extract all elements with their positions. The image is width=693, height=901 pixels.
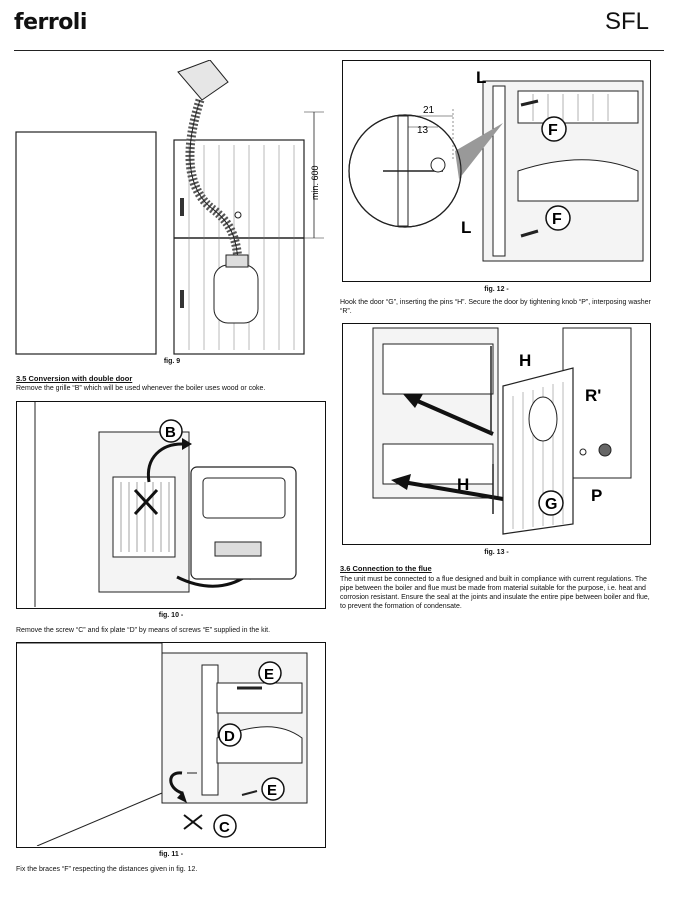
fig10-caption: fig. 10 - [158, 612, 184, 619]
header-rule [14, 50, 664, 51]
fig13-label-h2: H [457, 475, 469, 494]
section-3-5-text-3: Fix the braces “F” respecting the distan… [16, 866, 198, 873]
figure-10: B [16, 401, 326, 609]
section-3-5-text-2: Remove the screw “C” and fix plate “D” b… [16, 627, 271, 634]
section-3-5-heading: 3.5 Conversion with double door [16, 374, 133, 383]
fig9-dimension: min. 600 [310, 165, 320, 200]
fig12-label-f2: F [552, 211, 562, 228]
fig11-label-d: D [224, 728, 235, 745]
figure-11: E D E C [16, 642, 326, 848]
section-3-6-text: The unit must be connected to a flue des… [340, 576, 650, 610]
fig13-label-r: R' [585, 386, 601, 405]
figure-12: 21 13 L F F L [342, 60, 651, 282]
figure-13: H R' H G P [342, 323, 651, 545]
fig13-caption: fig. 13 - [484, 549, 509, 556]
fig12-dim-21: 21 [423, 105, 435, 116]
fig11-label-e1: E [264, 666, 274, 683]
fig12-label-l1: L [476, 68, 486, 87]
figure-9: min. 600 [14, 60, 330, 356]
fig11-label-e2: E [267, 782, 277, 799]
fig11-label-c: C [219, 819, 230, 836]
fig12-dim-13: 13 [417, 125, 429, 136]
fig12-label-l2: L [461, 218, 471, 237]
fig11-caption: fig. 11 - [158, 851, 184, 858]
fig13-label-h1: H [519, 351, 531, 370]
brand-logo: ferroli [14, 10, 87, 35]
fig13-label-p: P [591, 486, 602, 505]
section-3-6-heading: 3.6 Connection to the flue [340, 564, 432, 573]
fig12-caption: fig. 12 - [484, 286, 509, 293]
model-name: SFL [604, 8, 649, 35]
section-3-5-text-1: Remove the grille “B” which will be used… [16, 385, 266, 392]
hook-door-text: Hook the door “G”, inserting the pins “H… [340, 299, 651, 315]
fig12-label-f1: F [548, 122, 558, 139]
fig13-label-g: G [545, 496, 557, 513]
fig10-label-b: B [165, 424, 176, 441]
fig9-caption: fig. 9 [163, 358, 181, 365]
